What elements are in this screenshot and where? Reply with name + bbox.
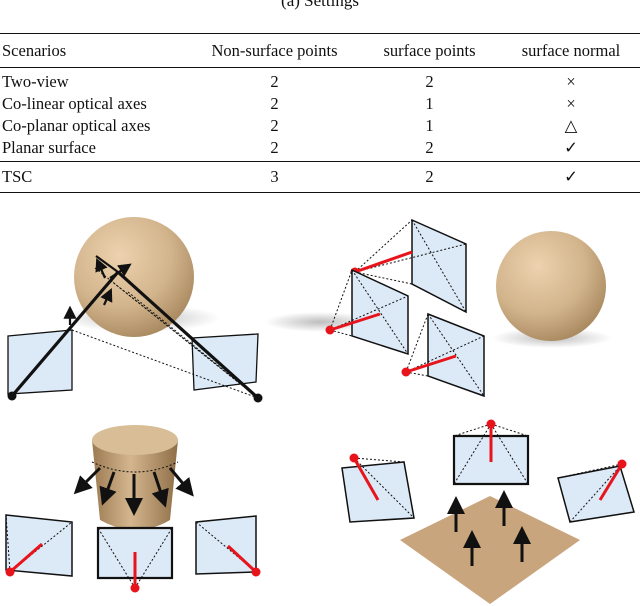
table-header-row: Scenarios Non-surface points surface poi… — [0, 33, 640, 68]
row-scenario: Co-linear optical axes — [2, 94, 147, 113]
row-normal: ✓ — [564, 138, 578, 157]
planar-surface-icon — [400, 496, 580, 604]
row-scenario: Two-view — [2, 72, 69, 91]
table-row: Planar surface 2 2 ✓ — [0, 137, 640, 162]
row-non-surface: 3 — [270, 167, 279, 186]
header-non-surface-points: Non-surface points — [211, 40, 338, 60]
row-normal: × — [566, 94, 576, 113]
sphere-icon — [496, 231, 606, 341]
row-normal: ✓ — [564, 167, 578, 186]
cylinder-illustration — [5, 425, 261, 593]
table-row: Co-planar optical axes 2 1 △ — [0, 115, 640, 137]
row-normal: △ — [564, 116, 578, 135]
row-non-surface: 2 — [270, 94, 279, 113]
settings-table: Scenarios Non-surface points surface poi… — [0, 33, 640, 193]
row-surface: 2 — [425, 167, 434, 186]
figure-caption: (a) Settings — [281, 0, 359, 10]
row-non-surface: 2 — [270, 138, 279, 157]
table-row: Two-view 2 2 × — [0, 68, 640, 94]
row-normal: × — [566, 72, 576, 91]
row-scenario: Co-planar optical axes — [2, 116, 151, 135]
row-surface: 1 — [425, 94, 434, 113]
row-surface: 1 — [425, 116, 434, 135]
row-scenario: Planar surface — [2, 138, 96, 157]
header-surface-points: surface points — [383, 40, 476, 60]
header-scenarios: Scenarios — [2, 40, 67, 60]
header-surface-normal: surface normal — [521, 40, 621, 60]
row-scenario: TSC — [2, 167, 33, 186]
planar-surface-illustration — [341, 419, 635, 604]
row-non-surface: 2 — [270, 116, 279, 135]
coplanar-axes-illustration — [265, 218, 612, 398]
sphere-icon — [74, 217, 194, 337]
camera-plane-right — [191, 333, 259, 391]
scenario-illustrations — [5, 217, 635, 604]
table-row: Co-linear optical axes 2 1 × — [0, 93, 640, 115]
two-view-illustration — [7, 217, 263, 403]
row-surface: 2 — [425, 138, 434, 157]
row-non-surface: 2 — [270, 72, 279, 91]
row-surface: 2 — [425, 72, 434, 91]
table-summary-row: TSC 3 2 ✓ — [0, 161, 640, 193]
